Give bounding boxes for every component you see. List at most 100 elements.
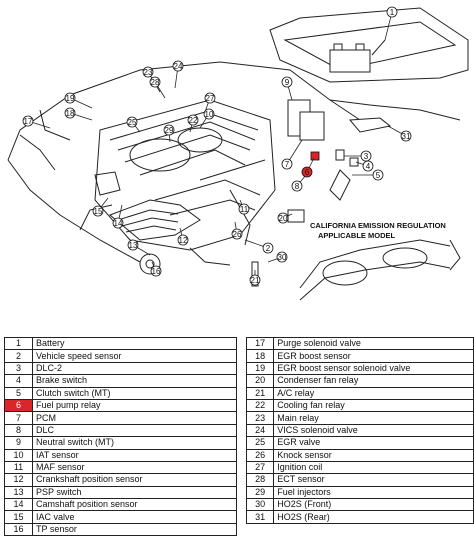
callout-20: 20 — [277, 212, 289, 224]
legend-number: 31 — [245, 510, 275, 524]
callout-number: 3 — [364, 152, 369, 161]
legend-component-name: IAC valve — [32, 510, 237, 524]
callout-circle — [150, 265, 162, 277]
callout-circle — [277, 212, 289, 224]
callout-circle — [276, 251, 288, 263]
callout-number: 17 — [24, 117, 33, 126]
legend-component-name: TP sensor — [32, 522, 237, 537]
legend-number: 22 — [245, 398, 275, 413]
fuel-pump-relay-highlight — [310, 151, 320, 161]
callout-circle — [301, 166, 313, 178]
callout-number: 7 — [285, 160, 290, 169]
legend-number: 21 — [245, 386, 275, 400]
callout-number: 25 — [128, 118, 137, 127]
legend-number: 18 — [245, 349, 275, 363]
callout-8: 8 — [291, 180, 303, 192]
callout-circle — [249, 274, 261, 286]
callout-1: 1 — [386, 6, 398, 18]
legend-number: 7 — [4, 411, 33, 425]
legend-number: 13 — [4, 485, 33, 500]
legend-component-name: Crankshaft position sensor — [32, 473, 237, 487]
callout-circle — [126, 116, 138, 128]
callout-number: 19 — [66, 94, 75, 103]
legend-component-name: Fuel pump relay — [32, 398, 237, 413]
legend-component-name: ECT sensor — [273, 473, 474, 487]
legend-component-name: EGR boost sensor solenoid valve — [273, 361, 474, 376]
legend-number: 27 — [245, 460, 275, 475]
right-side-components — [251, 99, 392, 287]
legend-component-name: MAF sensor — [32, 460, 237, 475]
legend-number: 28 — [245, 473, 275, 487]
callout-28: 28 — [149, 76, 161, 88]
legend-number: 19 — [245, 361, 275, 376]
legend-component-name: EGR boost sensor — [273, 349, 474, 363]
legend-number: 20 — [245, 374, 275, 388]
callout-circle — [177, 234, 189, 246]
callout-number: 14 — [114, 219, 123, 228]
callout-circle — [204, 92, 216, 104]
callout-number: 22 — [189, 116, 198, 125]
callout-18: 18 — [64, 107, 76, 119]
legend-component-name: VICS solenoid valve — [273, 423, 474, 438]
callout-number: 1 — [390, 8, 395, 17]
callout-circle — [262, 242, 274, 254]
callout-21: 21 — [249, 274, 261, 286]
callout-circle — [127, 239, 139, 251]
callout-31: 31 — [400, 130, 412, 142]
callout-17: 17 — [22, 115, 34, 127]
legend-component-name: HO2S (Front) — [273, 498, 474, 512]
callout-5: 5 — [372, 169, 384, 181]
legend-number: 17 — [245, 336, 275, 351]
callout-25: 25 — [126, 116, 138, 128]
legend-component-name: Purge solenoid valve — [273, 336, 474, 351]
callout-2: 2 — [262, 242, 274, 254]
legend-component-name: IAT sensor — [32, 448, 237, 462]
legend-component-name: Knock sensor — [273, 448, 474, 462]
callout-number: 15 — [94, 207, 103, 216]
legend-number: 12 — [4, 473, 33, 487]
legend-number: 8 — [4, 423, 33, 438]
legend-number: 25 — [245, 436, 275, 450]
inset-label-line1: CALIFORNIA EMISSION REGULATION — [310, 221, 446, 230]
air-intake-drawing — [94, 171, 201, 241]
callout-number: 21 — [251, 276, 260, 285]
callout-7: 7 — [281, 158, 293, 170]
callout-circle — [238, 203, 250, 215]
callout-30: 30 — [276, 251, 288, 263]
callout-number: 31 — [402, 132, 411, 141]
callout-26: 26 — [231, 228, 243, 240]
callout-number: 8 — [295, 182, 300, 191]
callout-circle — [372, 169, 384, 181]
callout-number: 13 — [129, 241, 138, 250]
callout-number: 18 — [66, 109, 75, 118]
legend-component-name: DLC-2 — [32, 361, 237, 376]
callout-number: 29 — [165, 126, 174, 135]
callout-circle — [281, 158, 293, 170]
callout-circle — [400, 130, 412, 142]
callout-number: 12 — [179, 236, 188, 245]
callout-circle — [187, 114, 199, 126]
callout-number: 5 — [376, 171, 381, 180]
callout-number: 27 — [206, 94, 215, 103]
legend-component-name: Main relay — [273, 411, 474, 425]
callout-number: 26 — [233, 230, 242, 239]
legend-number: 30 — [245, 498, 275, 512]
legend-number: 15 — [4, 510, 33, 524]
